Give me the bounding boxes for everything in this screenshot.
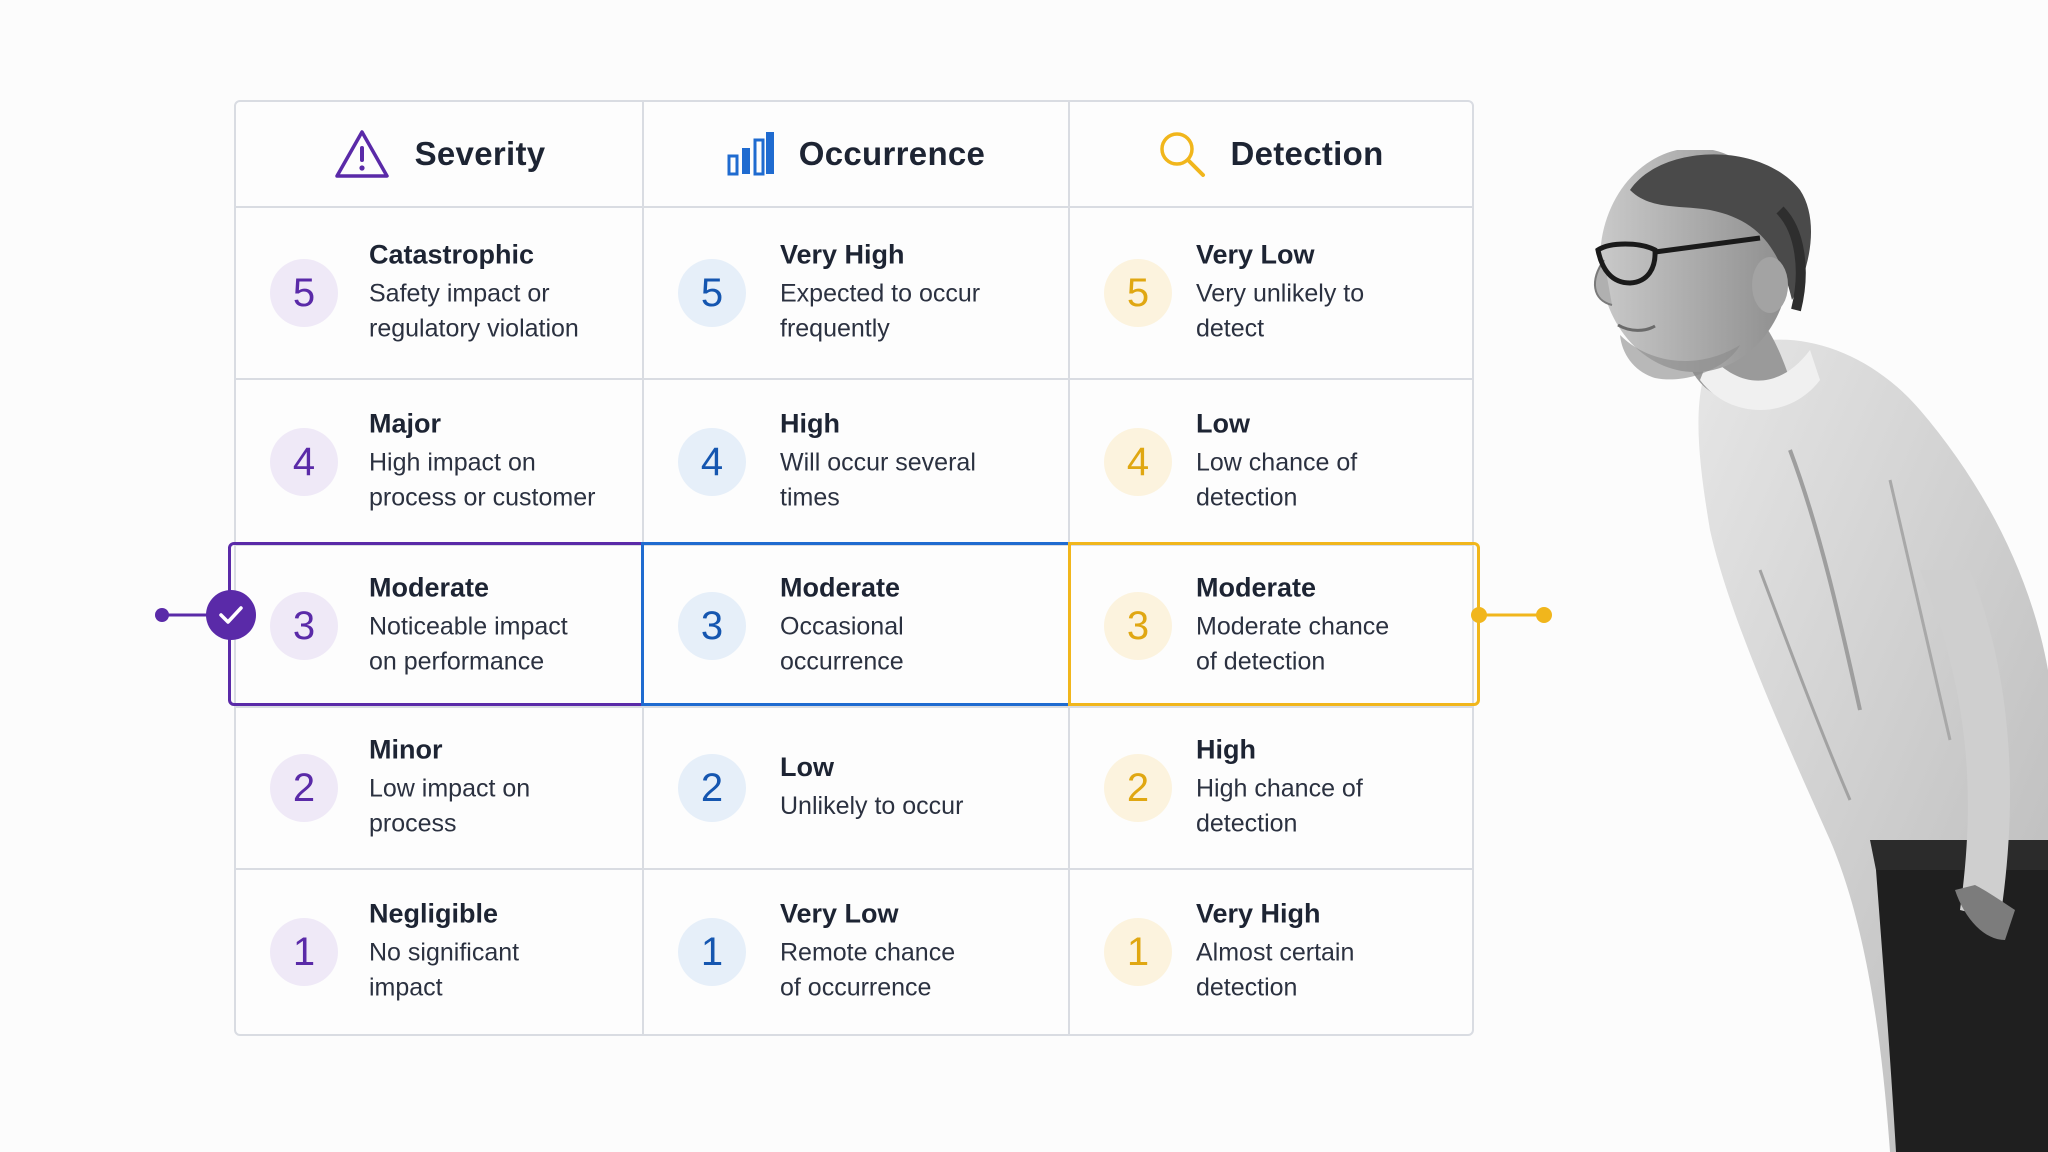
rating-title: Moderate — [780, 572, 901, 603]
rating-description: Expected to occur frequently — [780, 279, 981, 343]
row-divider — [236, 544, 1472, 546]
cell-severity-1[interactable]: 1 Negligible No significant impact — [236, 870, 642, 1034]
rating-title: Minor — [369, 734, 443, 765]
header-detection-label: Detection — [1230, 135, 1384, 172]
person-inspecting-illustration — [1593, 150, 2048, 1152]
selection-connector-right — [1471, 607, 1552, 623]
rating-title: Moderate — [1196, 572, 1317, 603]
rating-title: Negligible — [369, 898, 499, 929]
magnifier-icon — [1160, 132, 1206, 177]
rating-title: Very Low — [780, 898, 899, 929]
score-badge: 1 — [270, 918, 338, 986]
rating-description: Safety impact or regulatory violation — [369, 279, 579, 343]
warning-triangle-icon — [334, 130, 389, 178]
rating-description: Low impact on process — [369, 774, 531, 838]
selected-row-highlight-severity — [228, 542, 644, 706]
score-badge: 5 — [270, 259, 338, 327]
score-badge: 3 — [270, 592, 338, 660]
score-badge: 1 — [678, 918, 746, 986]
score-badge: 3 — [1104, 592, 1172, 660]
rating-title: High — [780, 408, 840, 439]
rating-title: High — [1196, 734, 1256, 765]
score-badge: 2 — [678, 754, 746, 822]
rating-description: Will occur several times — [780, 448, 976, 512]
check-icon — [219, 606, 243, 624]
rating-description: Unlikely to occur — [780, 792, 964, 820]
rating-description: High impact on process or customer — [369, 448, 596, 512]
score-badge: 4 — [678, 428, 746, 496]
fmea-rating-matrix: Severity Occurrence Detection 5 Catastro… — [234, 100, 1474, 1036]
row-divider — [236, 706, 1472, 708]
score-badge: 5 — [678, 259, 746, 327]
header-detection: Detection — [1070, 102, 1472, 206]
rating-title: Low — [1196, 408, 1250, 439]
score-badge: 1 — [1104, 918, 1172, 986]
rating-description: Almost certain detection — [1196, 938, 1355, 1002]
selected-row-highlight-occurrence — [641, 542, 1071, 706]
header-occurrence-label: Occurrence — [798, 135, 986, 172]
rating-title: Very High — [1196, 898, 1321, 929]
score-badge: 2 — [1104, 754, 1172, 822]
selected-row-highlight-detection — [1068, 542, 1480, 706]
rating-description: Moderate chance of detection — [1196, 612, 1390, 676]
score-badge: 2 — [270, 754, 338, 822]
rating-description: Occasional occurrence — [780, 612, 904, 676]
bar-chart-icon — [727, 132, 774, 176]
rating-title: Very Low — [1196, 239, 1315, 270]
score-badge: 3 — [678, 592, 746, 660]
score-badge: 4 — [270, 428, 338, 496]
rating-title: Moderate — [369, 572, 490, 603]
score-badge: 4 — [1104, 428, 1172, 496]
header-occurrence: Occurrence — [644, 102, 1068, 206]
rating-description: Remote chance of occurrence — [780, 938, 956, 1002]
rating-description: No significant impact — [369, 938, 520, 1002]
rating-description: Very unlikely to detect — [1196, 279, 1365, 343]
rating-title: Very High — [780, 239, 905, 270]
rating-description: Low chance of detection — [1196, 448, 1358, 512]
score-badge: 5 — [1104, 259, 1172, 327]
selected-row-check-marker[interactable] — [206, 590, 256, 640]
rating-title: Catastrophic — [369, 239, 535, 270]
row-divider — [236, 206, 1472, 208]
rating-title: Low — [780, 752, 834, 782]
rating-description: Noticeable impact on performance — [369, 612, 568, 676]
row-divider — [236, 378, 1472, 380]
row-divider — [236, 868, 1472, 870]
rating-description: High chance of detection — [1196, 774, 1363, 838]
header-severity: Severity — [236, 102, 642, 206]
rating-title: Major — [369, 408, 442, 439]
header-severity-label: Severity — [414, 135, 546, 172]
